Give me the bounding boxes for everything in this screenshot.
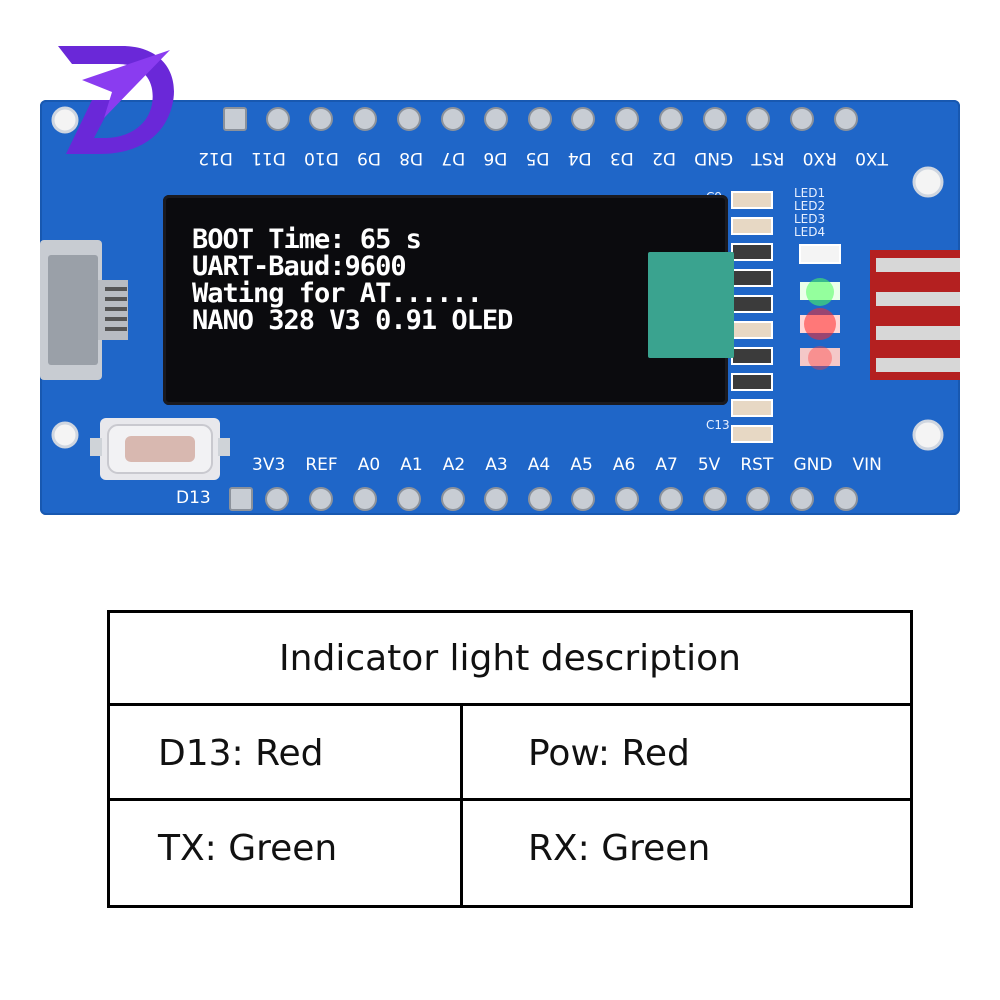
pin-label: RST [751,148,785,168]
pin-label: A3 [485,455,508,475]
table-cell: D13: Red [158,732,324,774]
table-cell: RX: Green [528,827,711,869]
pin-label: D9 [357,148,381,168]
table-divider [107,798,913,801]
pin-label: D8 [399,148,424,168]
table-title: Indicator light description [279,637,741,679]
pin-label: D4 [567,148,592,168]
led-label: LED2 [794,199,826,213]
pin-label: D11 [251,148,286,168]
pin-label: 5V [697,455,721,475]
smd-components [731,191,841,443]
pin-label: GND [793,455,833,475]
oled-display [163,195,728,405]
oled-line: UART-Baud:9600 [192,251,407,282]
oled-line: NANO 328 V3 0.91 OLED [192,305,513,336]
pin-label: D6 [483,148,508,168]
pin-label: A2 [442,455,466,475]
side-pin-header [870,250,960,380]
top-pin-labels: TX0 RX0 RST GND D2 D3 D4 D5 D6 D7 D8 D9 … [198,142,888,168]
pin-label: A1 [400,455,423,475]
pin-label: D5 [525,148,550,168]
bottom-pin-labels: 3V3 REF A0 A1 A2 A3 A4 A5 A6 A7 5V RST G… [252,455,882,481]
reset-button [90,418,230,480]
pin-label: GND [694,148,734,168]
pin-label: 3V3 [252,455,286,475]
bottom-header-pins [229,487,858,511]
d13-label: D13 [176,488,211,508]
pin-label: D7 [441,148,466,168]
oled-text: BOOT Time: 65 s UART-Baud:9600 Wating fo… [192,226,612,334]
led-label: LED3 [794,212,826,226]
pin-label: A7 [655,455,678,475]
pin-label: D2 [652,148,676,168]
oled-flex-cable [648,252,734,358]
pin-label: VIN [852,455,882,475]
pin-label: A4 [527,455,551,475]
pin-label: TX0 [855,148,888,168]
brand-logo [58,46,174,154]
pin-label: D12 [198,148,233,168]
pin-label: D10 [304,148,339,168]
board-details [40,106,960,511]
indicator-table [107,610,913,908]
pin-label: A0 [357,455,381,475]
usb-port [40,240,128,380]
table-cell: TX: Green [158,827,338,869]
pin-label: A5 [570,455,593,475]
pin-label: D3 [609,148,634,168]
led-label: LED1 [794,186,826,200]
oled-line: Wating for AT...... [192,278,483,309]
pin-label: REF [305,455,338,475]
pin-label: RST [740,455,774,475]
top-header-pins [223,107,858,131]
pin-label: RX0 [802,148,837,168]
table-divider [460,703,463,908]
table-cell: Pow: Red [528,732,690,774]
led-label: LED4 [794,225,826,239]
pin-label: A6 [612,455,636,475]
table-divider [107,703,913,706]
oled-line: BOOT Time: 65 s [192,224,422,255]
cap-label: C13 [706,418,730,432]
